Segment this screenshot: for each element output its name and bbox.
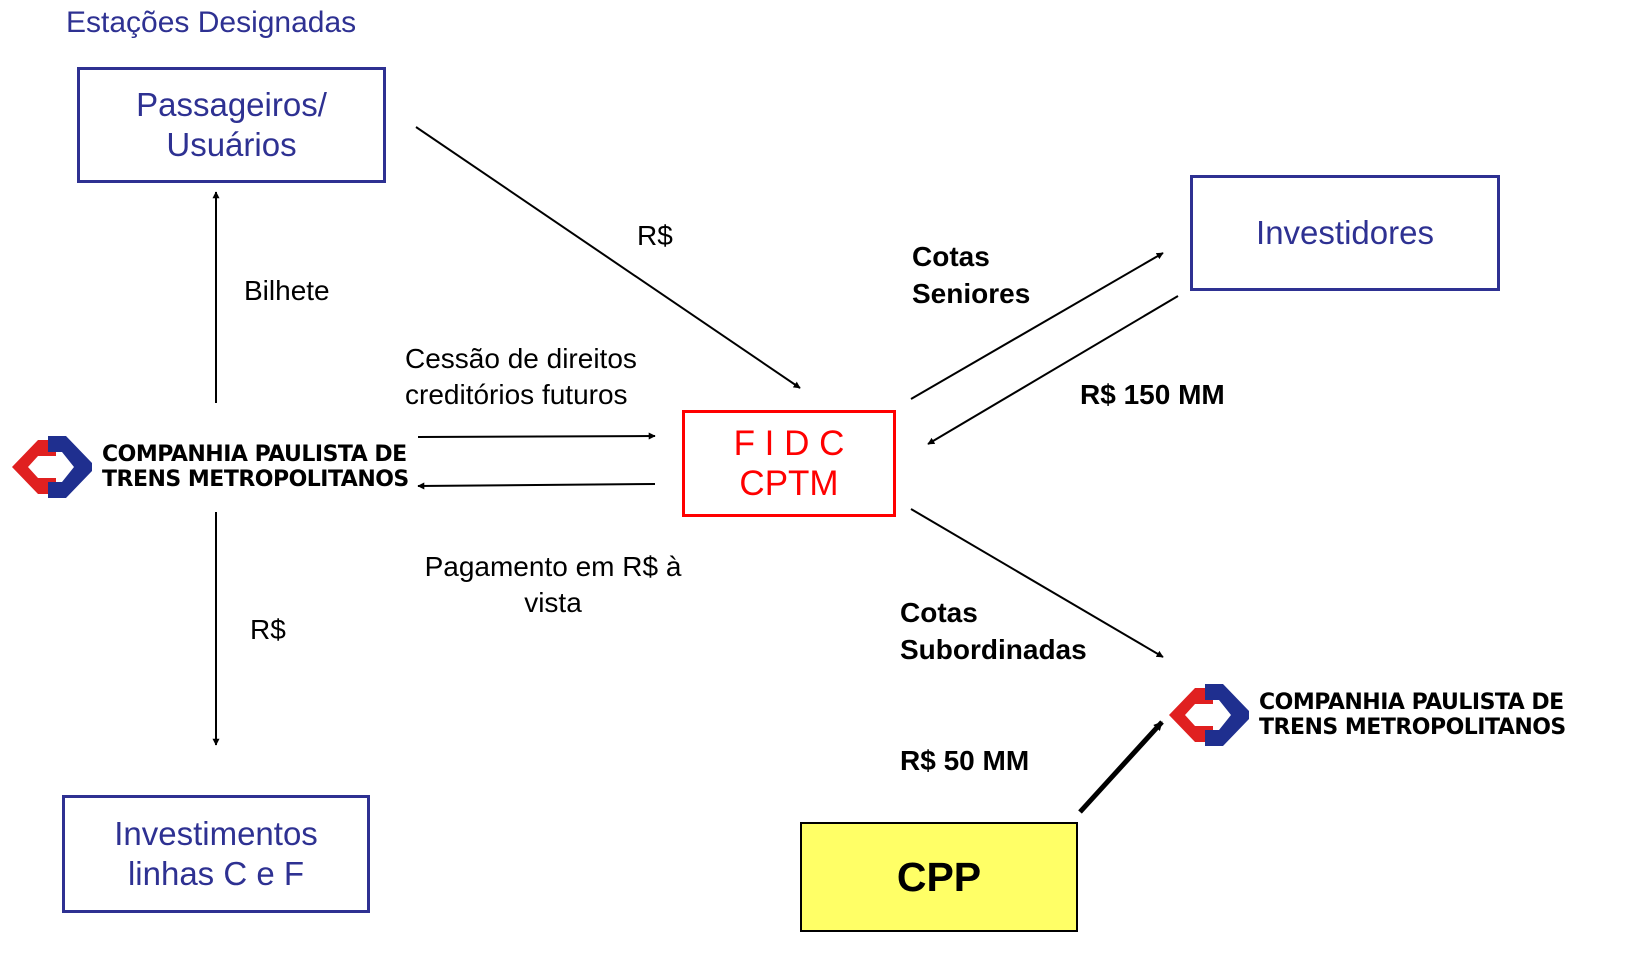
arrow-cessao [417,432,656,440]
fidc-line2: CPTM [739,463,839,503]
fidc-box: F I D C CPTM [682,410,896,517]
rs150-label: R$ 150 MM [1080,379,1225,410]
investimentos-box: Investimentos linhas C e F [62,795,370,913]
arrow-pagamento [417,482,656,490]
investimentos-line1: Investimentos [114,815,318,852]
logo-left-line2: TRENS METROPOLITANOS [102,467,409,492]
passageiros-line1: Passageiros/ [136,86,327,123]
passageiros-box: Passageiros/ Usuários [77,67,386,183]
arrow-rs150 [927,295,1179,445]
logo-right-line2: TRENS METROPOLITANOS [1259,715,1566,740]
investimentos-line2: linhas C e F [127,855,305,892]
passageiros-line2: Usuários [166,126,297,163]
cptm-emblem-icon [12,436,92,498]
arrow-cotas-seniores [910,252,1164,400]
cotas-sub-line1: Cotas [900,597,978,628]
cptm-emblem-icon [1169,684,1249,746]
cessao-line1: Cessão de direitos [405,343,637,374]
cpp-box: CPP [800,822,1078,932]
rs-left-label: R$ [250,614,286,645]
arrow-cotas-subordinadas [910,508,1164,658]
logo-left-line1: COMPANHIA PAULISTA DE [102,442,407,467]
logo-right-line1: COMPANHIA PAULISTA DE [1259,690,1564,715]
investidores-box: Investidores [1190,175,1500,291]
bilhete-label: Bilhete [244,275,330,306]
header-title: Estações Designadas [66,6,357,39]
cpp-label: CPP [896,853,982,900]
investidores-label: Investidores [1256,214,1434,251]
cotas-sub-line2: Subordinadas [900,634,1087,665]
cessao-line2: creditórios futuros [405,379,628,410]
fidc-line1: F I D C [733,423,845,463]
arrow-rs-to-fidc [415,126,801,389]
cptm-logo-left: COMPANHIA PAULISTA DE TRENS METROPOLITAN… [8,432,409,502]
cotas-seniores-line2: Seniores [912,278,1031,309]
pagamento-line1: Pagamento em R$ à [424,551,682,582]
pagamento-line2: vista [524,587,582,618]
cotas-seniores-line1: Cotas [912,241,990,272]
rs-top-label: R$ [637,220,673,251]
cptm-logo-right: COMPANHIA PAULISTA DE TRENS METROPOLITAN… [1165,680,1566,750]
arrow-cpp-to-cptm [1078,720,1164,814]
rs50-label: R$ 50 MM [900,745,1030,776]
